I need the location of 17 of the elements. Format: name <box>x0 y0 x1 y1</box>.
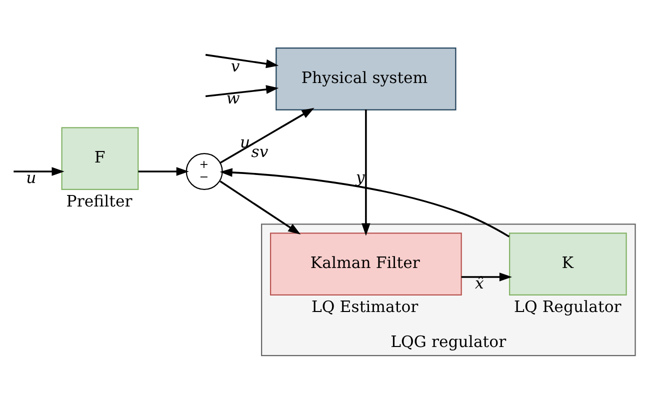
node-label: LQ Estimator <box>312 296 418 316</box>
arrow <box>205 54 279 68</box>
edge-label: y <box>356 168 365 187</box>
arrow <box>14 167 64 176</box>
arrow <box>138 167 189 176</box>
node-label: LQ Regulator <box>514 296 622 316</box>
arrow <box>461 272 512 282</box>
arrow <box>220 168 510 238</box>
node-label: Prefilter <box>66 192 132 211</box>
arrow <box>220 180 301 234</box>
edge-label: u <box>26 168 36 187</box>
edge-label: v <box>230 56 240 76</box>
edge-label: w <box>226 88 240 108</box>
arrow <box>205 85 279 98</box>
arrow <box>362 110 370 236</box>
arrow <box>220 108 314 164</box>
node-circle: + − <box>186 152 223 190</box>
